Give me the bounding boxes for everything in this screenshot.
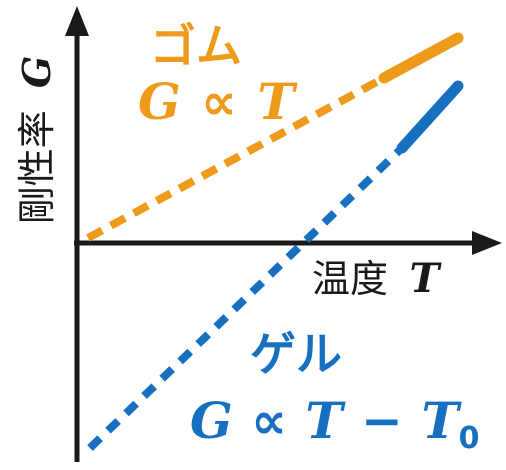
rubber-formula-prop: ∝ xyxy=(201,73,237,131)
gel-formula-G: G xyxy=(190,391,233,450)
rubber-formula-T: T xyxy=(257,72,298,131)
gel-label: ゲル xyxy=(250,327,342,381)
x-axis-label-text: 温度 xyxy=(312,257,388,301)
y-axis-arrowhead xyxy=(65,6,89,36)
y-axis-label-symbol: G xyxy=(14,56,59,88)
x-axis-label-symbol: T xyxy=(410,255,443,302)
gel-line-solid xyxy=(396,80,464,154)
gel-line-dashed xyxy=(87,145,405,451)
rubber-line-solid xyxy=(378,32,464,84)
gel-formula: G ∝ T − T0 xyxy=(190,391,480,456)
y-axis-label: 剛性率 G xyxy=(14,56,59,225)
rubber-formula-G: G xyxy=(138,72,181,131)
gel-formula-subscript: 0 xyxy=(459,421,480,456)
x-axis-arrowhead xyxy=(472,231,502,255)
x-axis-label: 温度 T xyxy=(312,255,443,302)
gel-formula-minus: − xyxy=(361,392,403,450)
rubber-line-dashed xyxy=(86,74,386,242)
gel-formula-T0: T xyxy=(421,391,462,450)
gel-formula-T: T xyxy=(305,391,346,450)
y-axis-label-text: 剛性率 xyxy=(15,110,59,224)
gel-formula-prop: ∝ xyxy=(251,392,287,450)
rubber-label: ゴム xyxy=(150,19,242,73)
rubber-formula: G ∝ T xyxy=(138,72,298,131)
